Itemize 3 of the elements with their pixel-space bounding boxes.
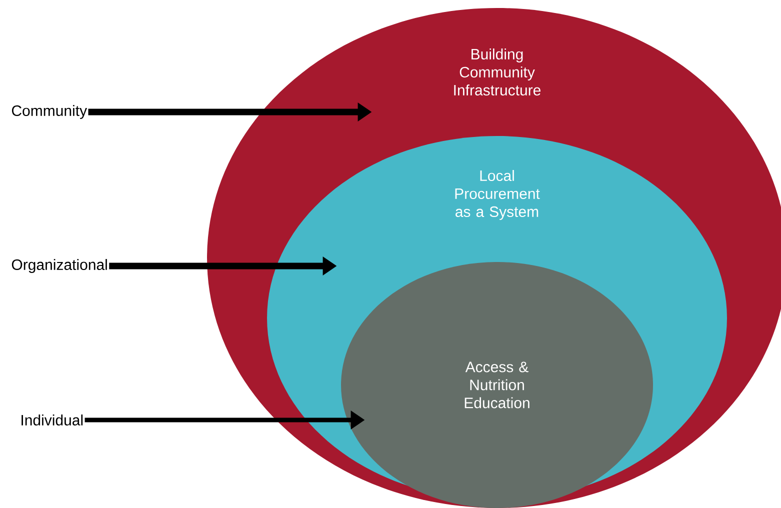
level-label: Individual <box>22 414 83 426</box>
level-label: Community <box>12 105 88 119</box>
level-label: Organizational <box>12 259 107 273</box>
